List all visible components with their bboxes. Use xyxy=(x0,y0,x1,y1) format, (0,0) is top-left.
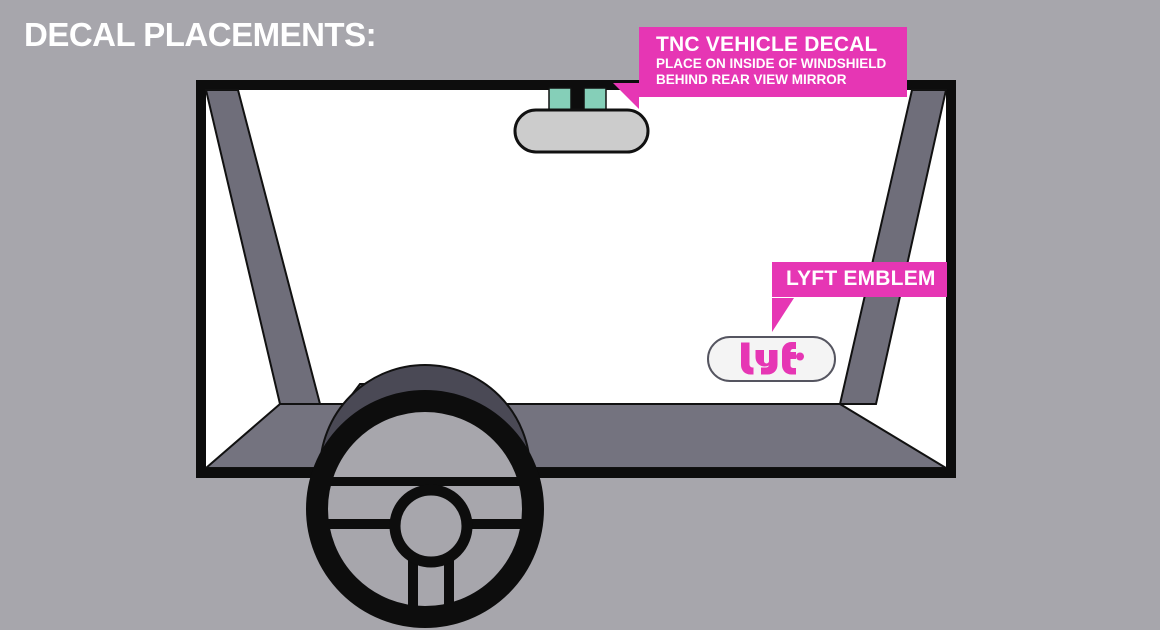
callout-tnc-vehicle-decal: TNC VEHICLE DECAL PLACE ON INSIDE OF WIN… xyxy=(613,27,907,109)
rear-view-mirror xyxy=(513,108,650,154)
lyft-wordmark-icon xyxy=(741,342,804,375)
callout-tnc-line1: PLACE ON INSIDE OF WINDSHIELD xyxy=(656,56,887,72)
callout-tnc-tail-icon xyxy=(613,83,639,109)
right-a-pillar xyxy=(838,89,948,405)
callout-tnc-line2: BEHIND REAR VIEW MIRROR xyxy=(656,71,847,87)
callout-lyft-emblem: LYFT EMBLEM xyxy=(772,262,947,332)
callout-tnc-box: TNC VEHICLE DECAL PLACE ON INSIDE OF WIN… xyxy=(639,27,907,97)
steering-wheel-hub xyxy=(389,484,473,568)
steering-wheel-spoke-vertical-left xyxy=(408,540,418,620)
callout-lyft-box: LYFT EMBLEM xyxy=(772,262,947,298)
windshield-frame-bottom-edge xyxy=(196,468,956,478)
callout-lyft-title: LYFT EMBLEM xyxy=(786,267,936,290)
callout-tnc-title: TNC VEHICLE DECAL xyxy=(656,33,878,56)
rear-view-mirror-stem xyxy=(570,80,584,114)
steering-wheel-spoke-horizontal-upper xyxy=(327,477,523,486)
page-title: DECAL PLACEMENTS: xyxy=(24,16,377,53)
callout-lyft-tail-icon xyxy=(772,298,794,332)
steering-wheel-spoke-vertical-right xyxy=(444,540,454,620)
